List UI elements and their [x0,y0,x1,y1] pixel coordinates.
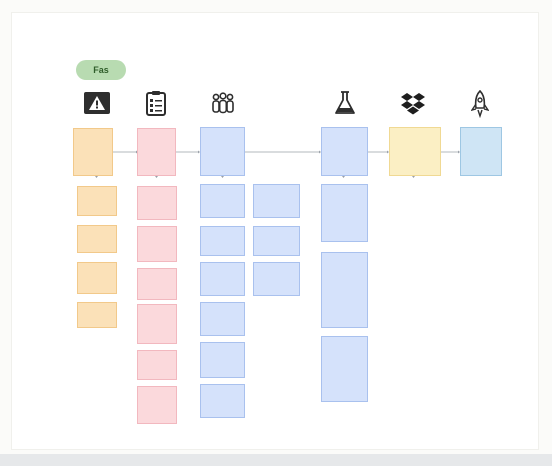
main-note-col6[interactable] [460,127,502,176]
note-col2-5[interactable] [137,350,177,380]
note-col2-1[interactable] [137,186,177,220]
note-col1-1[interactable] [77,186,117,216]
clipboard-icon [146,91,166,116]
main-note-col1[interactable] [73,128,113,176]
dropbox-icon [401,93,425,115]
note-col1-2[interactable] [77,225,117,253]
note-col3-a1[interactable] [200,184,245,218]
note-col3-b3[interactable] [253,262,300,296]
main-note-col4[interactable] [321,127,368,176]
main-note-col3[interactable] [200,127,245,176]
note-col2-3[interactable] [137,268,177,300]
note-col1-3[interactable] [77,262,117,294]
note-col4-1[interactable] [321,184,368,242]
note-col4-3[interactable] [321,336,368,402]
note-col4-2[interactable] [321,252,368,328]
note-col3-b1[interactable] [253,184,300,218]
note-col3-a5[interactable] [200,342,245,378]
note-col3-a4[interactable] [200,302,245,336]
phase-pill[interactable]: Fas [76,60,126,80]
flask-icon [335,91,355,114]
warning-icon [84,92,110,114]
note-col1-4[interactable] [77,302,117,328]
bottom-toolbar [0,454,552,466]
note-col3-b2[interactable] [253,226,300,256]
note-col2-2[interactable] [137,226,177,262]
rocket-icon [471,90,489,118]
note-col2-6[interactable] [137,386,177,424]
people-icon [212,92,234,114]
main-note-col2[interactable] [137,128,176,176]
note-col3-a6[interactable] [200,384,245,418]
note-col3-a2[interactable] [200,226,245,256]
note-col3-a3[interactable] [200,262,245,296]
main-note-col5[interactable] [389,127,441,176]
note-col2-4[interactable] [137,304,177,344]
